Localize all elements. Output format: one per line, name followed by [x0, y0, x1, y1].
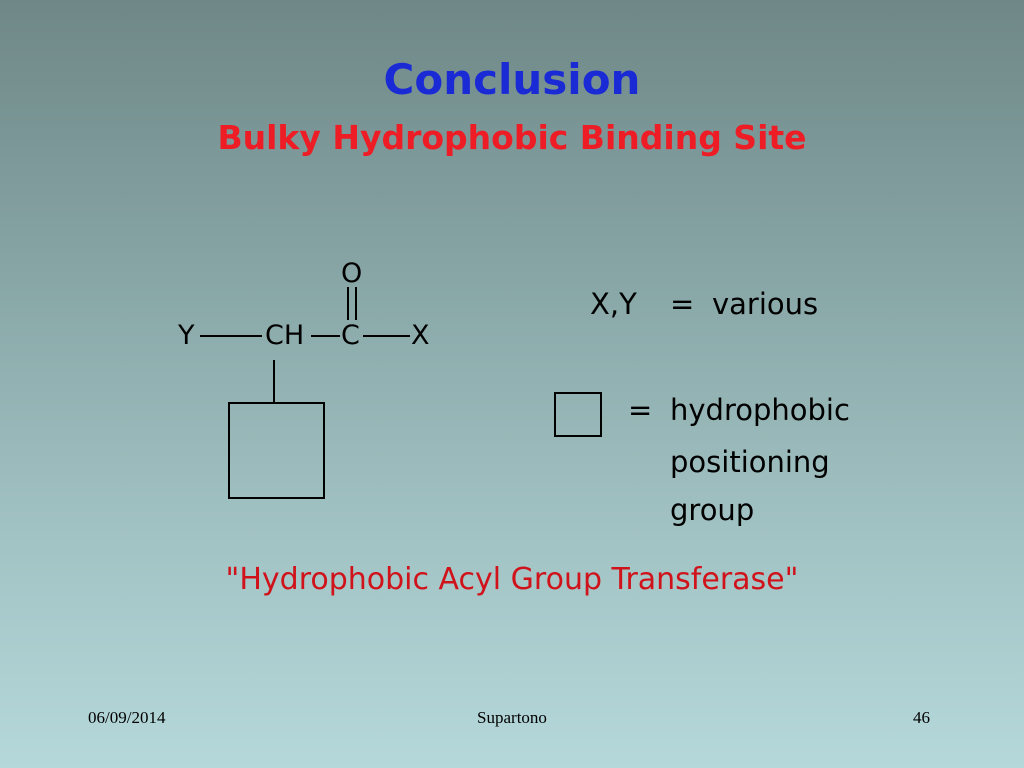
legend-xy-equals: =	[670, 287, 695, 321]
legend-box-equals: =	[628, 393, 653, 427]
footer-page-number: 46	[913, 708, 930, 727]
atom-oxygen: O	[341, 258, 363, 289]
legend-box-line-3: group	[670, 493, 755, 527]
hydrophobic-group-box	[228, 402, 325, 499]
legend-box-line-1: hydrophobic	[670, 393, 850, 427]
enzyme-name-quote: "Hydrophobic Acyl Group Transferase"	[225, 562, 799, 597]
atom-x: X	[411, 320, 430, 351]
legend-xy-label: X,Y	[590, 287, 637, 321]
slide-subtitle: Bulky Hydrophobic Binding Site	[217, 118, 807, 157]
legend-box-symbol	[554, 392, 602, 437]
footer-date: 06/09/2014	[88, 708, 166, 727]
legend-box-line-2: positioning	[670, 445, 830, 479]
atom-ch: CH	[265, 320, 305, 351]
footer-author: Supartono	[477, 708, 547, 727]
legend-xy-value: various	[712, 287, 819, 321]
atom-carbon: C	[341, 320, 360, 351]
slide-title: Conclusion	[383, 55, 641, 104]
atom-y: Y	[178, 320, 195, 351]
